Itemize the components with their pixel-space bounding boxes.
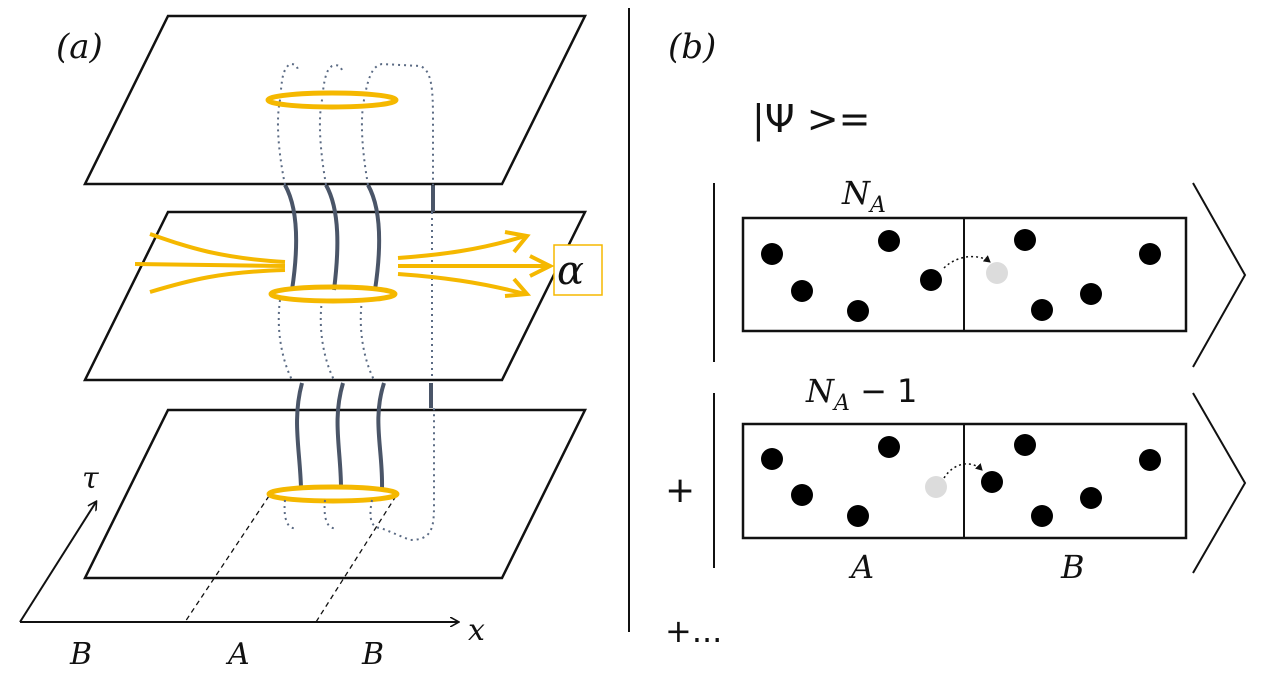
state-1-label: NA [841, 174, 886, 218]
dotted-line [318, 64, 343, 186]
top-dotted [276, 62, 434, 186]
arrow-head [529, 254, 555, 278]
ket-right-angle [1192, 182, 1247, 368]
flow-lines [134, 230, 555, 298]
particle [1139, 449, 1161, 471]
top-ring [265, 90, 399, 110]
particle [1080, 487, 1102, 509]
region-boundary-left [184, 495, 270, 623]
particle [1014, 229, 1036, 251]
middle-ring [268, 284, 398, 304]
particle [878, 230, 900, 252]
alpha-label: α [557, 248, 584, 294]
tube [335, 382, 345, 489]
particle [847, 505, 869, 527]
tube [324, 184, 340, 291]
dotted-line [276, 62, 299, 186]
particle [761, 448, 783, 470]
flow-line [149, 268, 286, 294]
particle [1014, 434, 1036, 456]
state-2-particles [761, 434, 1161, 527]
tau-label: τ [82, 461, 99, 496]
particle [847, 300, 869, 322]
arrow-head [504, 277, 532, 298]
ellipsis: +... [665, 612, 722, 650]
arrow-head [504, 230, 531, 254]
particle [1031, 505, 1053, 527]
dotted-line [369, 408, 435, 542]
hole [986, 262, 1008, 284]
particle [1080, 283, 1102, 305]
tau-axis [19, 502, 96, 623]
region-label-a: A [225, 637, 250, 672]
hop-arrow [943, 255, 991, 269]
particle [878, 436, 900, 458]
state-1: NA [713, 174, 1247, 368]
region-label-b-left: B [69, 637, 92, 672]
state-2: + NA − 1 A B [665, 372, 1247, 586]
region-label-b-right: B [361, 637, 384, 672]
axes: τ x B A B [19, 461, 485, 672]
region-b-label: B [1060, 548, 1085, 586]
bottom-ring [266, 484, 400, 504]
dotted-line [277, 299, 293, 381]
dotted-line [359, 299, 375, 381]
particle [1031, 299, 1053, 321]
flow-line [134, 262, 286, 268]
bottom-dotted [283, 408, 435, 542]
psi-label: |Ψ >= [752, 97, 870, 142]
region-boundary-right [315, 495, 397, 623]
plus-sign: + [665, 470, 695, 511]
particle [981, 471, 1003, 493]
panel-b-label: (b) [668, 27, 716, 67]
state-1-particles [761, 229, 1161, 322]
bottom-plane [82, 408, 588, 580]
tube [376, 382, 386, 489]
lower-tubes [295, 382, 433, 489]
particle [761, 243, 783, 265]
flow-line [397, 272, 526, 296]
state-2-label: NA − 1 [805, 372, 917, 416]
dotted-line [319, 299, 335, 381]
panel-b: (b) |Ψ >= NA + [665, 27, 1247, 650]
particle [1139, 243, 1161, 265]
x-label: x [468, 613, 485, 648]
tube [366, 184, 382, 291]
top-plane [82, 14, 588, 186]
panel-a: (a) τ x B A B [19, 14, 603, 672]
middle-dotted [277, 212, 433, 381]
particle [791, 484, 813, 506]
flow-line [149, 232, 286, 264]
panel-a-label: (a) [56, 27, 103, 67]
hop-arrow [943, 462, 983, 479]
upper-tubes [283, 184, 435, 291]
alpha-box [553, 244, 603, 296]
particle [791, 280, 813, 302]
region-a-label: A [848, 548, 874, 586]
particle [920, 269, 942, 291]
ket-right-angle [1192, 392, 1247, 574]
tube [283, 184, 299, 291]
tube [295, 382, 304, 489]
hole [925, 476, 947, 498]
flow-line [397, 234, 526, 260]
